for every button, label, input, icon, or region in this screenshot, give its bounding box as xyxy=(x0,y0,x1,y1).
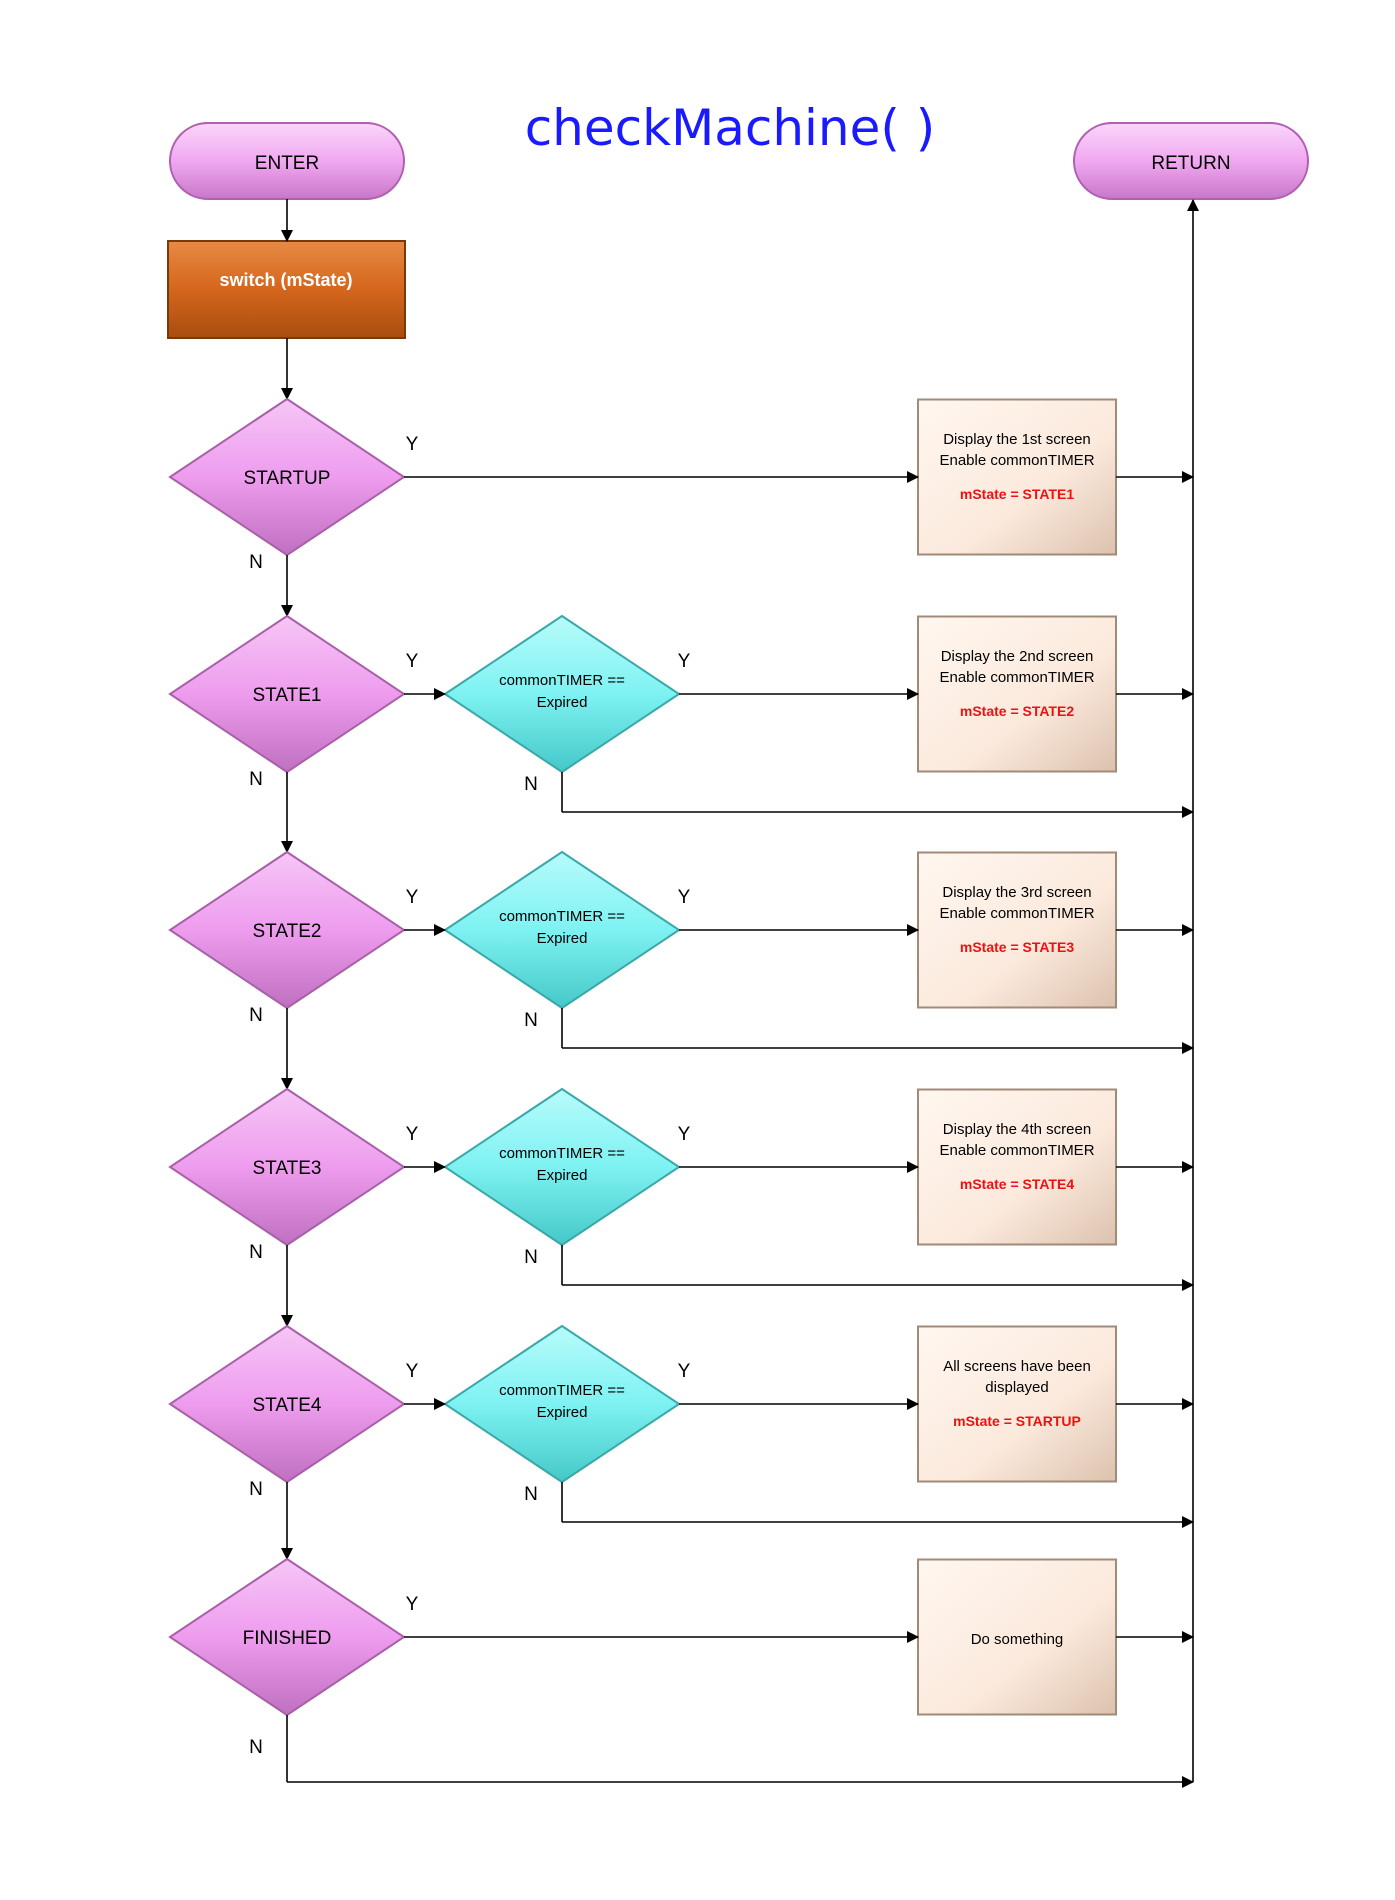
state-label-finished: FINISHED xyxy=(243,1628,332,1649)
action-state-assignment: mState = STATE2 xyxy=(960,703,1074,719)
yes-label: Y xyxy=(678,1124,691,1145)
state-label-startup: STARTUP xyxy=(244,468,331,489)
yes-label: Y xyxy=(406,651,419,672)
action-box-state3 xyxy=(917,1088,1117,1246)
action-box-state2 xyxy=(917,851,1117,1009)
action-text-line: Display the 3rd screen xyxy=(942,884,1091,901)
no-label: N xyxy=(249,1005,263,1026)
timer-label-line: commonTIMER == xyxy=(499,672,625,689)
action-text-line: Display the 1st screen xyxy=(943,431,1091,448)
enter-label: ENTER xyxy=(255,153,319,174)
state-label-state1: STATE1 xyxy=(253,685,322,706)
yes-label: Y xyxy=(406,1594,419,1615)
timer-label-line: commonTIMER == xyxy=(499,1145,625,1162)
action-text-line: All screens have been xyxy=(943,1358,1091,1375)
action-state-assignment: mState = STATE4 xyxy=(960,1176,1074,1192)
no-label: N xyxy=(249,1242,263,1263)
action-state-assignment: mState = STATE3 xyxy=(960,939,1074,955)
timer-label-line: Expired xyxy=(537,1404,588,1421)
yes-label: Y xyxy=(406,887,419,908)
no-label: N xyxy=(249,1737,263,1758)
yes-label: Y xyxy=(406,1361,419,1382)
action-box-state4 xyxy=(917,1325,1117,1483)
no-label: N xyxy=(524,1484,538,1505)
action-box-startup xyxy=(917,398,1117,556)
no-label: N xyxy=(524,774,538,795)
no-label: N xyxy=(249,1479,263,1500)
yes-label: Y xyxy=(678,651,691,672)
action-text-line: Display the 2nd screen xyxy=(941,648,1094,665)
timer-label-line: commonTIMER == xyxy=(499,1382,625,1399)
no-label: N xyxy=(524,1010,538,1031)
action-text-line: Enable commonTIMER xyxy=(939,452,1094,469)
no-label: N xyxy=(249,769,263,790)
action-text-line: Do something xyxy=(971,1631,1064,1648)
yes-label: Y xyxy=(678,1361,691,1382)
timer-label-line: commonTIMER == xyxy=(499,908,625,925)
action-text-line: Enable commonTIMER xyxy=(939,669,1094,686)
switch-box: switch (mState) xyxy=(167,240,406,339)
state-row-state4: STATE4 Y All screens have been displayed mSt… xyxy=(168,1324,1117,1505)
action-state-assignment: mState = STARTUP xyxy=(953,1413,1081,1429)
state-label-state2: STATE2 xyxy=(253,921,322,942)
return-label: RETURN xyxy=(1151,153,1230,174)
switch-label: switch (mState) xyxy=(219,270,352,290)
yes-label: Y xyxy=(406,1124,419,1145)
enter-terminal: ENTER xyxy=(169,122,405,200)
action-text-line: Enable commonTIMER xyxy=(939,905,1094,922)
yes-label: Y xyxy=(678,887,691,908)
no-label: N xyxy=(249,552,263,573)
timer-label-line: Expired xyxy=(537,1167,588,1184)
timer-label-line: Expired xyxy=(537,694,588,711)
action-text-line: Enable commonTIMER xyxy=(939,1142,1094,1159)
timer-label-line: Expired xyxy=(537,930,588,947)
action-text-line: Display the 4th screen xyxy=(943,1121,1091,1138)
page-title: checkMachine( ) xyxy=(525,99,936,157)
state-label-state4: STATE4 xyxy=(253,1395,322,1416)
return-terminal: RETURN xyxy=(1073,122,1309,200)
no-label: N xyxy=(524,1247,538,1268)
yes-label: Y xyxy=(406,434,419,455)
action-state-assignment: mState = STATE1 xyxy=(960,486,1074,502)
state-label-state3: STATE3 xyxy=(253,1158,322,1179)
action-box-state1 xyxy=(917,615,1117,773)
action-text-line: displayed xyxy=(985,1379,1048,1396)
